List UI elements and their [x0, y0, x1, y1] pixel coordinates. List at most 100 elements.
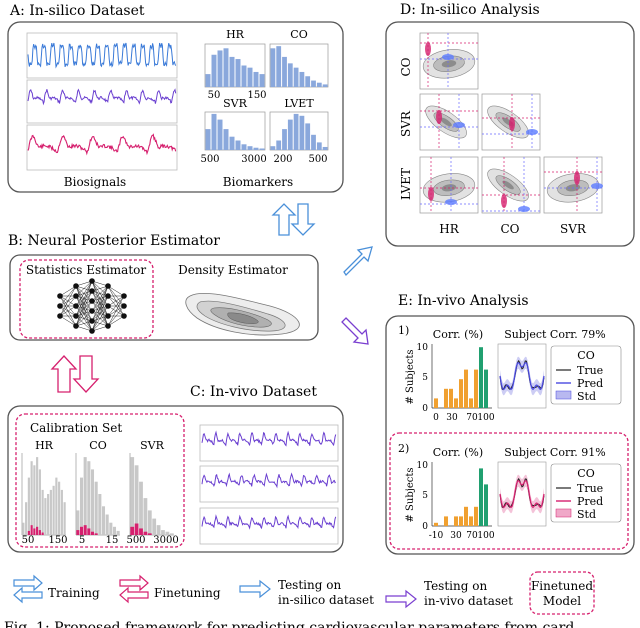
calib-hist-co-bar [79, 477, 84, 535]
d-col-label-svr: SVR [560, 222, 587, 236]
nn-edge [107, 295, 125, 327]
legend-true-label: True [577, 482, 603, 495]
nn-edge [91, 285, 109, 322]
hist-hr-bar [235, 59, 241, 87]
hist-lvet-title: LVET [284, 97, 314, 110]
legend-std-label: Std [577, 508, 596, 521]
density-estimator-label: Density Estimator [178, 263, 288, 277]
calib-hist-svr-bar [139, 481, 143, 535]
calib-hist-hr-bar [60, 489, 63, 535]
hist-svr-tick: 3000 [241, 154, 266, 165]
calib-hist-co-calib-bar [87, 528, 91, 535]
cell-lvet-hr [419, 156, 479, 214]
calib-hist-co-tick: 15 [106, 535, 119, 546]
cell-svr-co-posterior-b [526, 129, 538, 135]
nn-edge [107, 305, 125, 327]
hist-co-bar [316, 82, 322, 87]
legend-testing-invivo-icon [385, 589, 417, 609]
std-band [500, 356, 544, 396]
calib-hist-hr-calib-bar [33, 528, 36, 535]
hist-svr-bar [253, 147, 259, 150]
d-col-label-co: CO [500, 222, 519, 236]
cell-svr-co-posterior-a [509, 117, 515, 131]
hist-hr [204, 43, 266, 88]
calib-hist-hr-bar [55, 477, 58, 535]
legend-title: CO [577, 349, 594, 362]
hist-co-bar [282, 56, 287, 87]
calib-hist-svr-bar [130, 457, 135, 535]
legend-true-label: True [577, 364, 603, 377]
calib-hist-svr-bar [161, 530, 165, 535]
statistics-estimator-label: Statistics Estimator [26, 263, 147, 277]
panel-b-title: B: Neural Posterior Estimator [8, 233, 220, 249]
corr-bar-high [479, 468, 483, 526]
nn-node [89, 288, 95, 294]
cell-lvet-hr-posterior-b [445, 199, 457, 205]
nn-node [105, 313, 111, 319]
legend-std-swatch [555, 390, 572, 400]
calib-hist-svr-calib-bar [143, 531, 148, 535]
cell-svr-hr [419, 93, 479, 151]
cell-co-hr-posterior-a [425, 42, 431, 56]
calib-hist-co-bar [112, 526, 117, 535]
nn-node [73, 313, 79, 319]
hist-lvet-bar [270, 146, 276, 150]
neural-network-icon [57, 278, 127, 334]
hist-co-bar [322, 84, 328, 87]
calib-hist-svr-bar [156, 525, 161, 535]
panel-e-title: E: In-vivo Analysis [398, 293, 529, 309]
hist-hr-bar [241, 65, 247, 87]
blue-biosignal [27, 42, 177, 69]
true-trace [499, 359, 545, 391]
pred-trace [499, 480, 545, 509]
hist-svr-bar [247, 146, 253, 150]
nn-edge [75, 280, 93, 327]
corr-bar-low [434, 522, 438, 526]
nn-edge [59, 285, 77, 307]
nn-edge [91, 285, 109, 302]
hist-hr-bar [247, 67, 253, 87]
cell-svr-hr-posterior-a [436, 110, 442, 124]
calib-hist-co-bar [83, 457, 87, 535]
hist-hr-bar [229, 56, 235, 87]
calib-hist-hr-calib-bar [30, 525, 33, 535]
calib-hist-co-bar [98, 494, 102, 535]
calib-hist-co-bar [90, 469, 95, 535]
xtick: 0 [433, 413, 439, 423]
calib-hist-svr-bar [169, 533, 174, 535]
hist-svr-bar [229, 136, 235, 150]
testing-insilico-arrow [343, 246, 373, 277]
density-contour-icon [185, 292, 300, 336]
hist-lvet-tick: 200 [273, 154, 292, 165]
d-row-label-svr: SVR [399, 110, 413, 137]
statistics-estimator-box [19, 259, 154, 339]
calib-hist-co-calib-bar [90, 531, 95, 535]
nn-edge [59, 305, 77, 317]
trace-box [497, 343, 547, 409]
corr-bar-low [474, 506, 478, 526]
calib-hist-hr-calib-bar [27, 530, 30, 535]
calib-hist-svr-bar [147, 510, 152, 535]
calib-hist-hr-bar [36, 457, 39, 535]
nn-edge [59, 315, 77, 327]
cell-lvet-co [481, 156, 541, 214]
panel-c-frame [7, 405, 344, 553]
hist-svr-bar [211, 113, 217, 150]
training-arrows-ab [271, 203, 316, 236]
ytick: 0 [422, 522, 428, 532]
calibration-set-label: Calibration Set [30, 421, 122, 435]
nn-node [73, 283, 79, 289]
nn-edge [107, 315, 125, 327]
hist-hr-bar [205, 74, 211, 87]
figure-caption: Fig. 1: Proposed framework for predictin… [4, 620, 574, 628]
corr-title: Corr. (%) [433, 446, 483, 459]
hist-svr-bar [259, 148, 265, 150]
hist-svr-tick: 500 [200, 154, 219, 165]
legend-pred-label: Pred [577, 495, 603, 508]
legend-testing-insilico-line2: in-silico dataset [278, 593, 374, 607]
ytick: 10 [417, 343, 429, 353]
nn-node [121, 293, 127, 299]
panel-a-frame [7, 21, 344, 193]
